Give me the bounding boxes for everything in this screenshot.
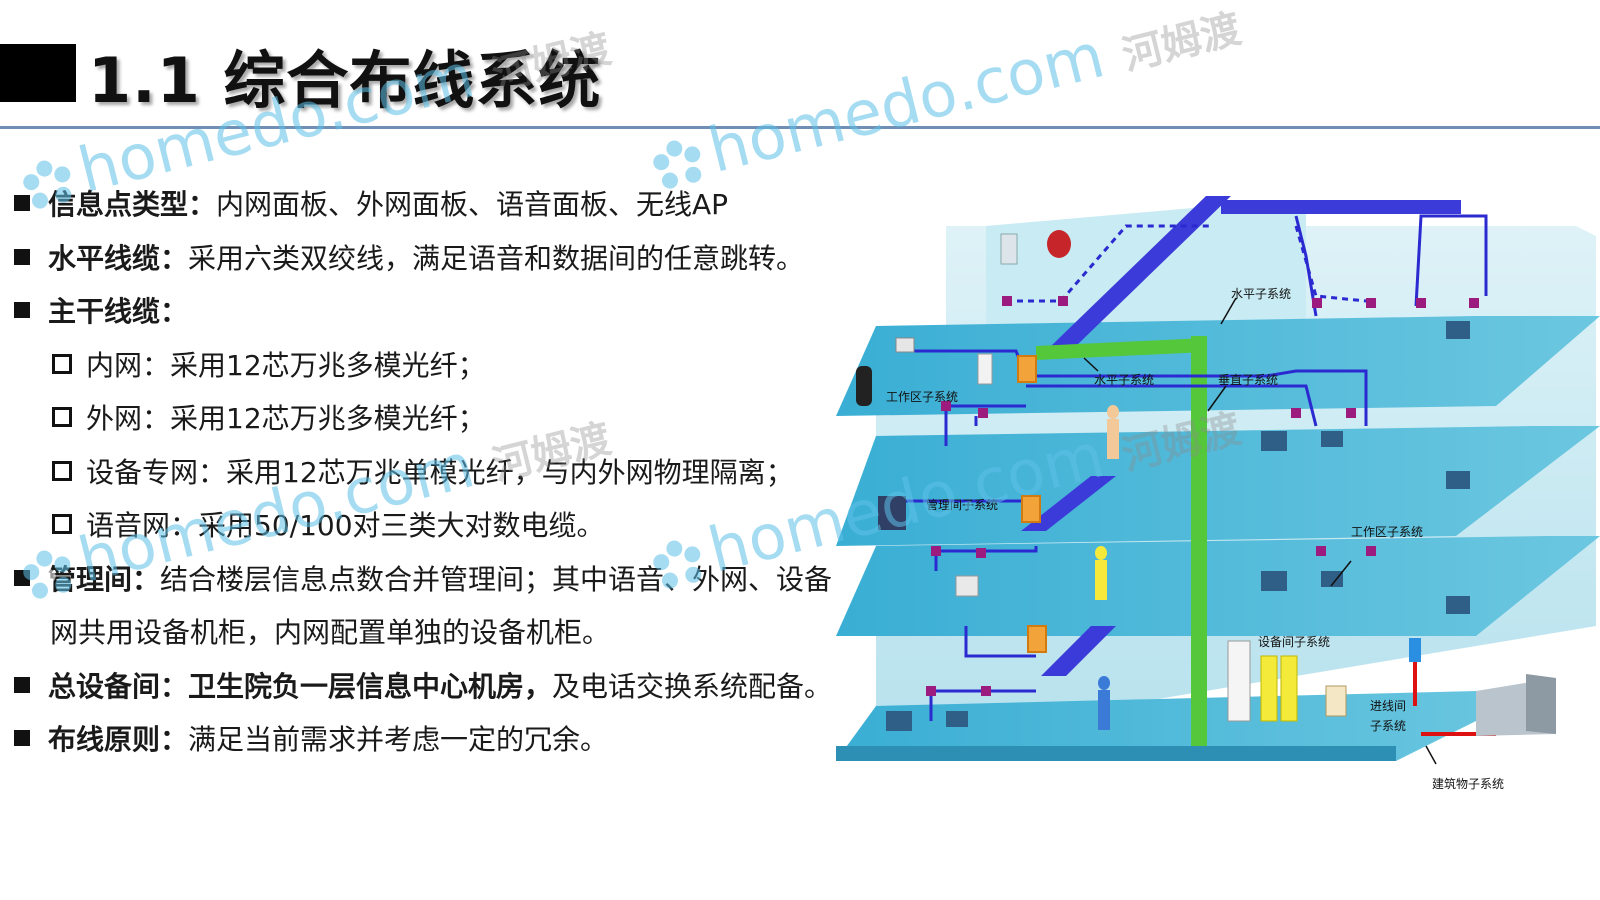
- infrared-detector: [856, 366, 872, 406]
- item-text: 网共用设备机柜，内网配置单独的设备机柜。: [50, 616, 611, 649]
- computer-icons: [886, 321, 1470, 731]
- green-tray: [1036, 338, 1206, 360]
- hollow-square-bullet-icon: [52, 407, 72, 427]
- item-text: 满足当前需求并考虑一定的冗余。: [188, 723, 609, 756]
- list-item-continuation: 网共用设备机柜，内网配置单独的设备机柜。: [14, 606, 894, 660]
- horizontal-tray-top: [1221, 200, 1461, 214]
- vertical-riser-blue: [1051, 196, 1231, 346]
- people-figures: [1095, 405, 1119, 730]
- label-equipment: 设备间子系统: [1258, 635, 1330, 649]
- information-outlets: [926, 296, 1479, 696]
- label-building-group: 建筑物子系统: [1432, 776, 1504, 791]
- floor-slab-ground-edge: [836, 746, 1396, 761]
- square-bullet-icon: [14, 302, 30, 318]
- sub-item-text: 外网：采用12芯万兆多模光纤；: [86, 402, 486, 435]
- title-divider: [0, 126, 1600, 129]
- sub-list-item: 语音网：采用50/100对三类大对数电缆。: [14, 499, 894, 553]
- entrance-box: [1409, 638, 1421, 662]
- list-item: 水平线缆：采用六类双绞线，满足语音和数据间的任意跳转。: [14, 232, 894, 286]
- sub-item-text: 语音网：采用50/100对三类大对数电缆。: [86, 509, 605, 542]
- sub-list-item: 设备专网：采用12芯万兆单模光纤，与内外网物理隔离；: [14, 446, 894, 500]
- title-marker: [0, 44, 76, 102]
- item-text: 及电话交换系统配备。: [552, 669, 833, 703]
- equipment-room-cabinets: [1227, 640, 1347, 722]
- label-horizontal-mid: 水平子系统: [1094, 373, 1154, 387]
- sub-item-text: 内网：采用12芯万兆多模光纤；: [86, 348, 486, 382]
- dashed-cables: [1006, 224, 1367, 303]
- vertical-riser-green: [1191, 336, 1207, 746]
- watermark-cn: 河姆渡: [1117, 5, 1246, 80]
- label-horizontal-top: 水平子系统: [1231, 287, 1291, 301]
- list-item: 管理间：结合楼层信息点数合并管理间；其中语音、外网、设备: [14, 553, 894, 607]
- wall-device: [1000, 233, 1018, 265]
- label-work-area-left: 工作区子系统: [886, 390, 958, 404]
- control-panel: [977, 353, 993, 385]
- list-item: 总设备间：卫生院负一层信息中心机房，及电话交换系统配备。: [14, 660, 894, 714]
- display-panel: [878, 496, 906, 530]
- list-item: 信息点类型：内网面板、外网面板、语音面板、无线AP: [14, 178, 894, 232]
- square-bullet-icon: [14, 569, 30, 586]
- label-vertical: 垂直子系统: [1218, 373, 1278, 387]
- hollow-square-bullet-icon: [52, 460, 72, 481]
- page-title: 1.1 综合布线系统: [88, 44, 602, 117]
- item-text: 采用六类双绞线，满足语音和数据间的任意跳转。: [188, 241, 805, 275]
- label-arrows: [1083, 297, 1437, 765]
- floor-slab-2: [836, 536, 1600, 636]
- sub-item-text: 设备专网：采用12芯万兆单模光纤，与内外网物理隔离；: [86, 455, 794, 489]
- item-label: 水平线缆：: [48, 241, 189, 275]
- floor-slab-ground: [836, 691, 1536, 761]
- sub-list-item: 内网：采用12芯万兆多模光纤；: [14, 339, 894, 393]
- square-bullet-icon: [14, 195, 30, 211]
- vertical-riser-blue-3: [1041, 626, 1116, 676]
- content-list: 信息点类型：内网面板、外网面板、语音面板、无线AP 水平线缆：采用六类双绞线，满…: [14, 178, 894, 767]
- item-label: 管理间：: [48, 562, 161, 596]
- item-text: 内网面板、外网面板、语音面板、无线AP: [216, 188, 729, 221]
- square-bullet-icon: [14, 730, 30, 746]
- floor-slab-top: [836, 316, 1600, 416]
- vertical-riser-blue-2: [1021, 476, 1116, 531]
- label-management: 管理间子系统: [926, 497, 998, 512]
- list-item: 主干线缆：: [14, 285, 894, 339]
- hollow-square-bullet-icon: [52, 353, 72, 374]
- alarm-bell: [1047, 230, 1071, 258]
- watermark-domain: homedo.com: [701, 18, 1112, 187]
- item-label: 布线原则：: [48, 723, 189, 756]
- item-label: 主干线缆：: [48, 295, 189, 328]
- label-entrance-1: 进线间: [1370, 699, 1406, 713]
- square-bullet-icon: [14, 676, 30, 693]
- list-item: 布线原则：满足当前需求并考虑一定的冗余。: [14, 713, 894, 767]
- label-work-area-right: 工作区子系统: [1351, 525, 1423, 539]
- item-label: 信息点类型：: [48, 188, 217, 221]
- label-entrance-2: 子系统: [1370, 719, 1406, 733]
- distribution-frames: [1017, 355, 1047, 653]
- item-text: 结合楼层信息点数合并管理间；其中语音、外网、设备: [160, 562, 833, 596]
- item-label: 总设备间：: [48, 669, 189, 703]
- telephone: [955, 575, 979, 597]
- watermark: homedo.com 河姆渡: [641, 0, 1246, 202]
- cabling-system-diagram: 水平子系统 水平子系统 垂直子系统 工作区子系统 管理间子系统 工作区子系统 设…: [836, 196, 1600, 791]
- item-bold-text: 卫生院负一层信息中心机房，: [188, 669, 553, 703]
- sub-list-item: 外网：采用12芯万兆多模光纤；: [14, 392, 894, 446]
- square-bullet-icon: [14, 248, 30, 265]
- hollow-square-bullet-icon: [52, 514, 72, 534]
- remote-building: [1476, 674, 1556, 736]
- security-camera: [895, 337, 915, 353]
